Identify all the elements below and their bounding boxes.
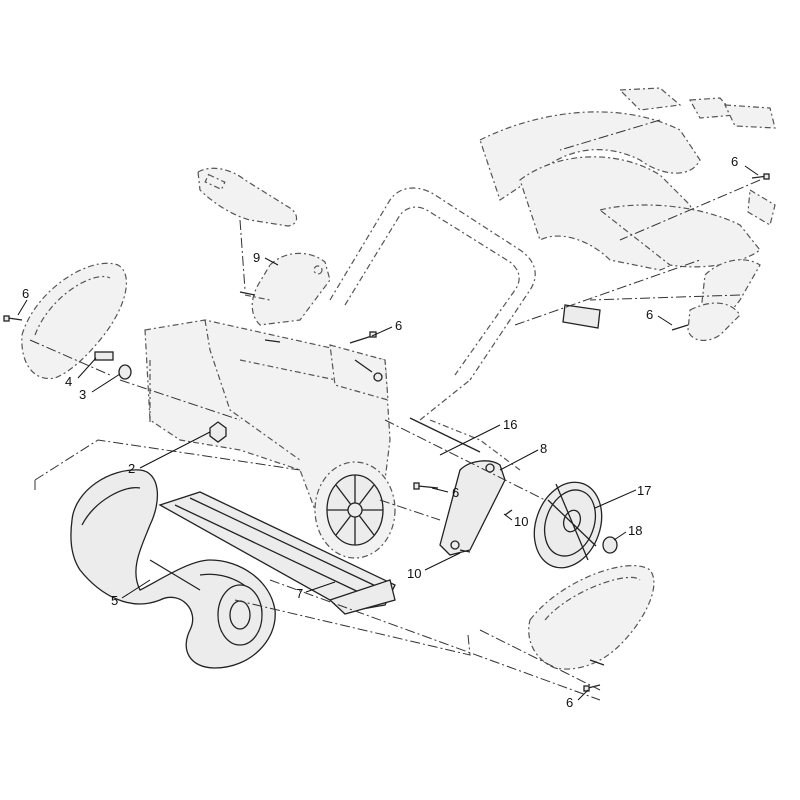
center-line xyxy=(619,179,761,241)
part-18-hub-cap xyxy=(602,536,618,554)
center-line xyxy=(379,499,441,521)
axle-centerline xyxy=(384,419,546,501)
callout-6-mid: 6 xyxy=(395,318,402,333)
callout-5: 5 xyxy=(111,593,118,608)
center-line xyxy=(239,219,246,291)
callout-4: 4 xyxy=(65,374,72,389)
part-8-wheel-bracket xyxy=(439,460,506,556)
callout-10-left: 10 xyxy=(407,566,421,581)
handle-grip xyxy=(197,167,298,227)
callout-16: 16 xyxy=(503,417,517,432)
part-7-scraper-bar xyxy=(158,491,396,615)
callout-10-right: 10 xyxy=(514,514,528,529)
impeller-fan xyxy=(314,461,396,559)
callout-2: 2 xyxy=(128,461,135,476)
callout-6-bracket: 6 xyxy=(452,485,459,500)
callout-6-left: 6 xyxy=(22,286,29,301)
callout-8: 8 xyxy=(540,441,547,456)
part-9-bracket xyxy=(244,252,331,326)
discharge-chute-assembly xyxy=(479,87,776,342)
leader-lines xyxy=(17,165,759,701)
center-line xyxy=(29,339,111,376)
callout-6-bottom: 6 xyxy=(566,695,573,710)
callout-17: 17 xyxy=(637,483,651,498)
left-side-shield xyxy=(21,262,127,380)
callout-3: 3 xyxy=(79,387,86,402)
center-line xyxy=(234,579,601,701)
center-line xyxy=(119,379,241,421)
callout-7: 7 xyxy=(296,586,303,601)
callout-18: 18 xyxy=(628,523,642,538)
part-5-auger xyxy=(70,469,276,669)
part-16-axle-rod xyxy=(409,417,481,453)
right-side-shield xyxy=(528,565,655,670)
center-line xyxy=(514,259,701,326)
callout-6-right-lower: 6 xyxy=(646,307,653,322)
callout-9: 9 xyxy=(253,250,260,265)
center-line xyxy=(589,294,741,301)
callout-6-upper-right: 6 xyxy=(731,154,738,169)
fasteners xyxy=(3,173,770,692)
handle-frame xyxy=(329,187,536,471)
part-17-wheel xyxy=(533,481,603,569)
center-line xyxy=(34,439,301,490)
